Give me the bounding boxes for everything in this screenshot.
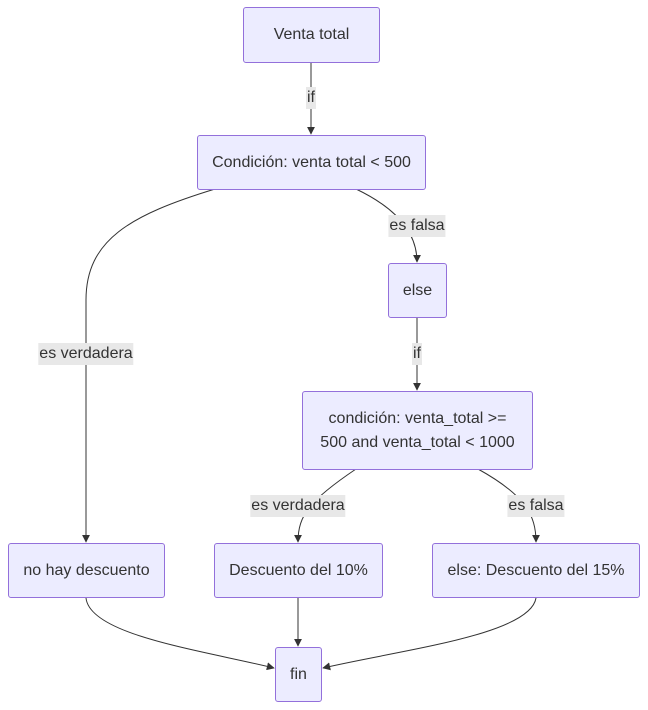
node-condicion-1-label: Condición: venta total < 500 [212, 153, 411, 171]
edge-label-if-1: if [306, 87, 316, 109]
edge-label-es-verdadera-1: es verdadera [38, 343, 134, 365]
node-descuento-10-label: Descuento del 10% [229, 561, 368, 579]
node-no-descuento: no hay descuento [8, 543, 165, 598]
edge-condicion1-to-no-descuento [82, 188, 216, 543]
node-condicion-1: Condición: venta total < 500 [197, 135, 426, 190]
node-else: else [388, 263, 447, 318]
node-descuento-15: else: Descuento del 15% [432, 543, 640, 598]
node-no-descuento-label: no hay descuento [23, 561, 150, 579]
node-descuento-15-label: else: Descuento del 15% [447, 561, 625, 579]
node-venta-total: Venta total [243, 7, 380, 63]
node-fin: fin [275, 647, 322, 702]
edge-descuento15-to-fin [322, 597, 537, 671]
edge-label-es-falsa-2: es falsa [507, 495, 565, 517]
edge-label-if-2: if [412, 343, 422, 365]
edge-no-descuento-to-fin [85, 597, 275, 671]
node-condicion-2: condición: venta_total >= 500 and venta_… [302, 391, 533, 470]
node-venta-total-label: Venta total [273, 26, 350, 43]
node-else-label: else [402, 281, 433, 299]
edge-label-es-falsa-1: es falsa [388, 215, 446, 237]
node-descuento-10: Descuento del 10% [214, 543, 383, 598]
node-fin-label: fin [290, 665, 307, 683]
node-condicion-2-line1: condición: venta_total >= [328, 409, 507, 427]
edge-label-es-verdadera-2: es verdadera [250, 495, 346, 517]
node-condicion-2-line2: 500 and venta_total < 1000 [320, 433, 515, 451]
